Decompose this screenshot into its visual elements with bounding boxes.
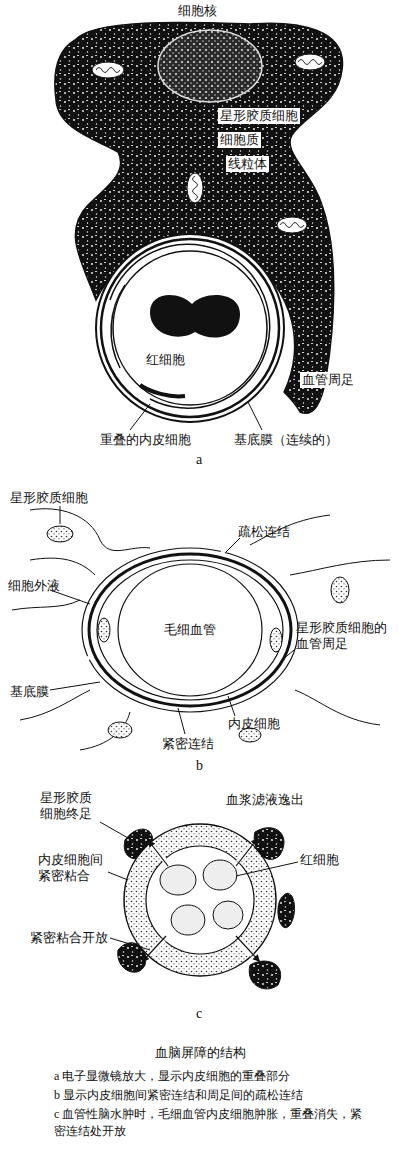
part-name: 细胞外液 xyxy=(8,578,60,594)
part-name: 线粒体 xyxy=(226,156,269,172)
part-name: 红细胞 xyxy=(300,852,339,868)
part-name: 内皮细胞 xyxy=(228,716,280,732)
part-name: 疏松连结 xyxy=(238,524,290,540)
part-name: 紧密粘合开放 xyxy=(30,930,108,946)
part-name: 细胞核 xyxy=(178,3,217,19)
figure-caption: 血脑屏障的结构 xyxy=(155,1044,246,1063)
caption-line: c 血管性脑水肿时，毛细血管内皮细胞肿胀，重叠消失，紧密连结处开放 xyxy=(54,1106,374,1141)
part-name: 细胞质 xyxy=(218,132,261,148)
panel-letter: b xyxy=(196,758,203,775)
part-name: 星形胶质细胞终足 xyxy=(40,790,98,821)
caption-line: a 电子显微镜放大，显示内皮细胞的重叠部分 xyxy=(54,1068,374,1085)
part-name: 血浆滤液逸出 xyxy=(226,792,304,808)
part-name: 毛细血管 xyxy=(164,622,216,638)
part-name: 内皮细胞间紧密粘合 xyxy=(38,852,108,883)
part-name: 红细胞 xyxy=(146,352,185,368)
part-name: 紧密连结 xyxy=(162,736,214,752)
part-name: 星形胶质细胞 xyxy=(218,108,300,124)
part-name: 血管周足 xyxy=(300,372,356,388)
part-name: 基底膜 xyxy=(10,684,49,700)
panel-letter: a xyxy=(196,452,202,469)
part-name: 基底膜（连续的） xyxy=(234,432,338,448)
part-name: 星形胶质细胞 xyxy=(10,490,88,506)
part-name: 星形胶质细胞的血管周足 xyxy=(296,620,392,651)
panel-letter: c xyxy=(196,1006,202,1023)
part-name: 重叠的内皮细胞 xyxy=(100,432,191,448)
caption-line: b 显示内皮细胞间紧密连结和周足间的疏松连结 xyxy=(54,1087,374,1104)
